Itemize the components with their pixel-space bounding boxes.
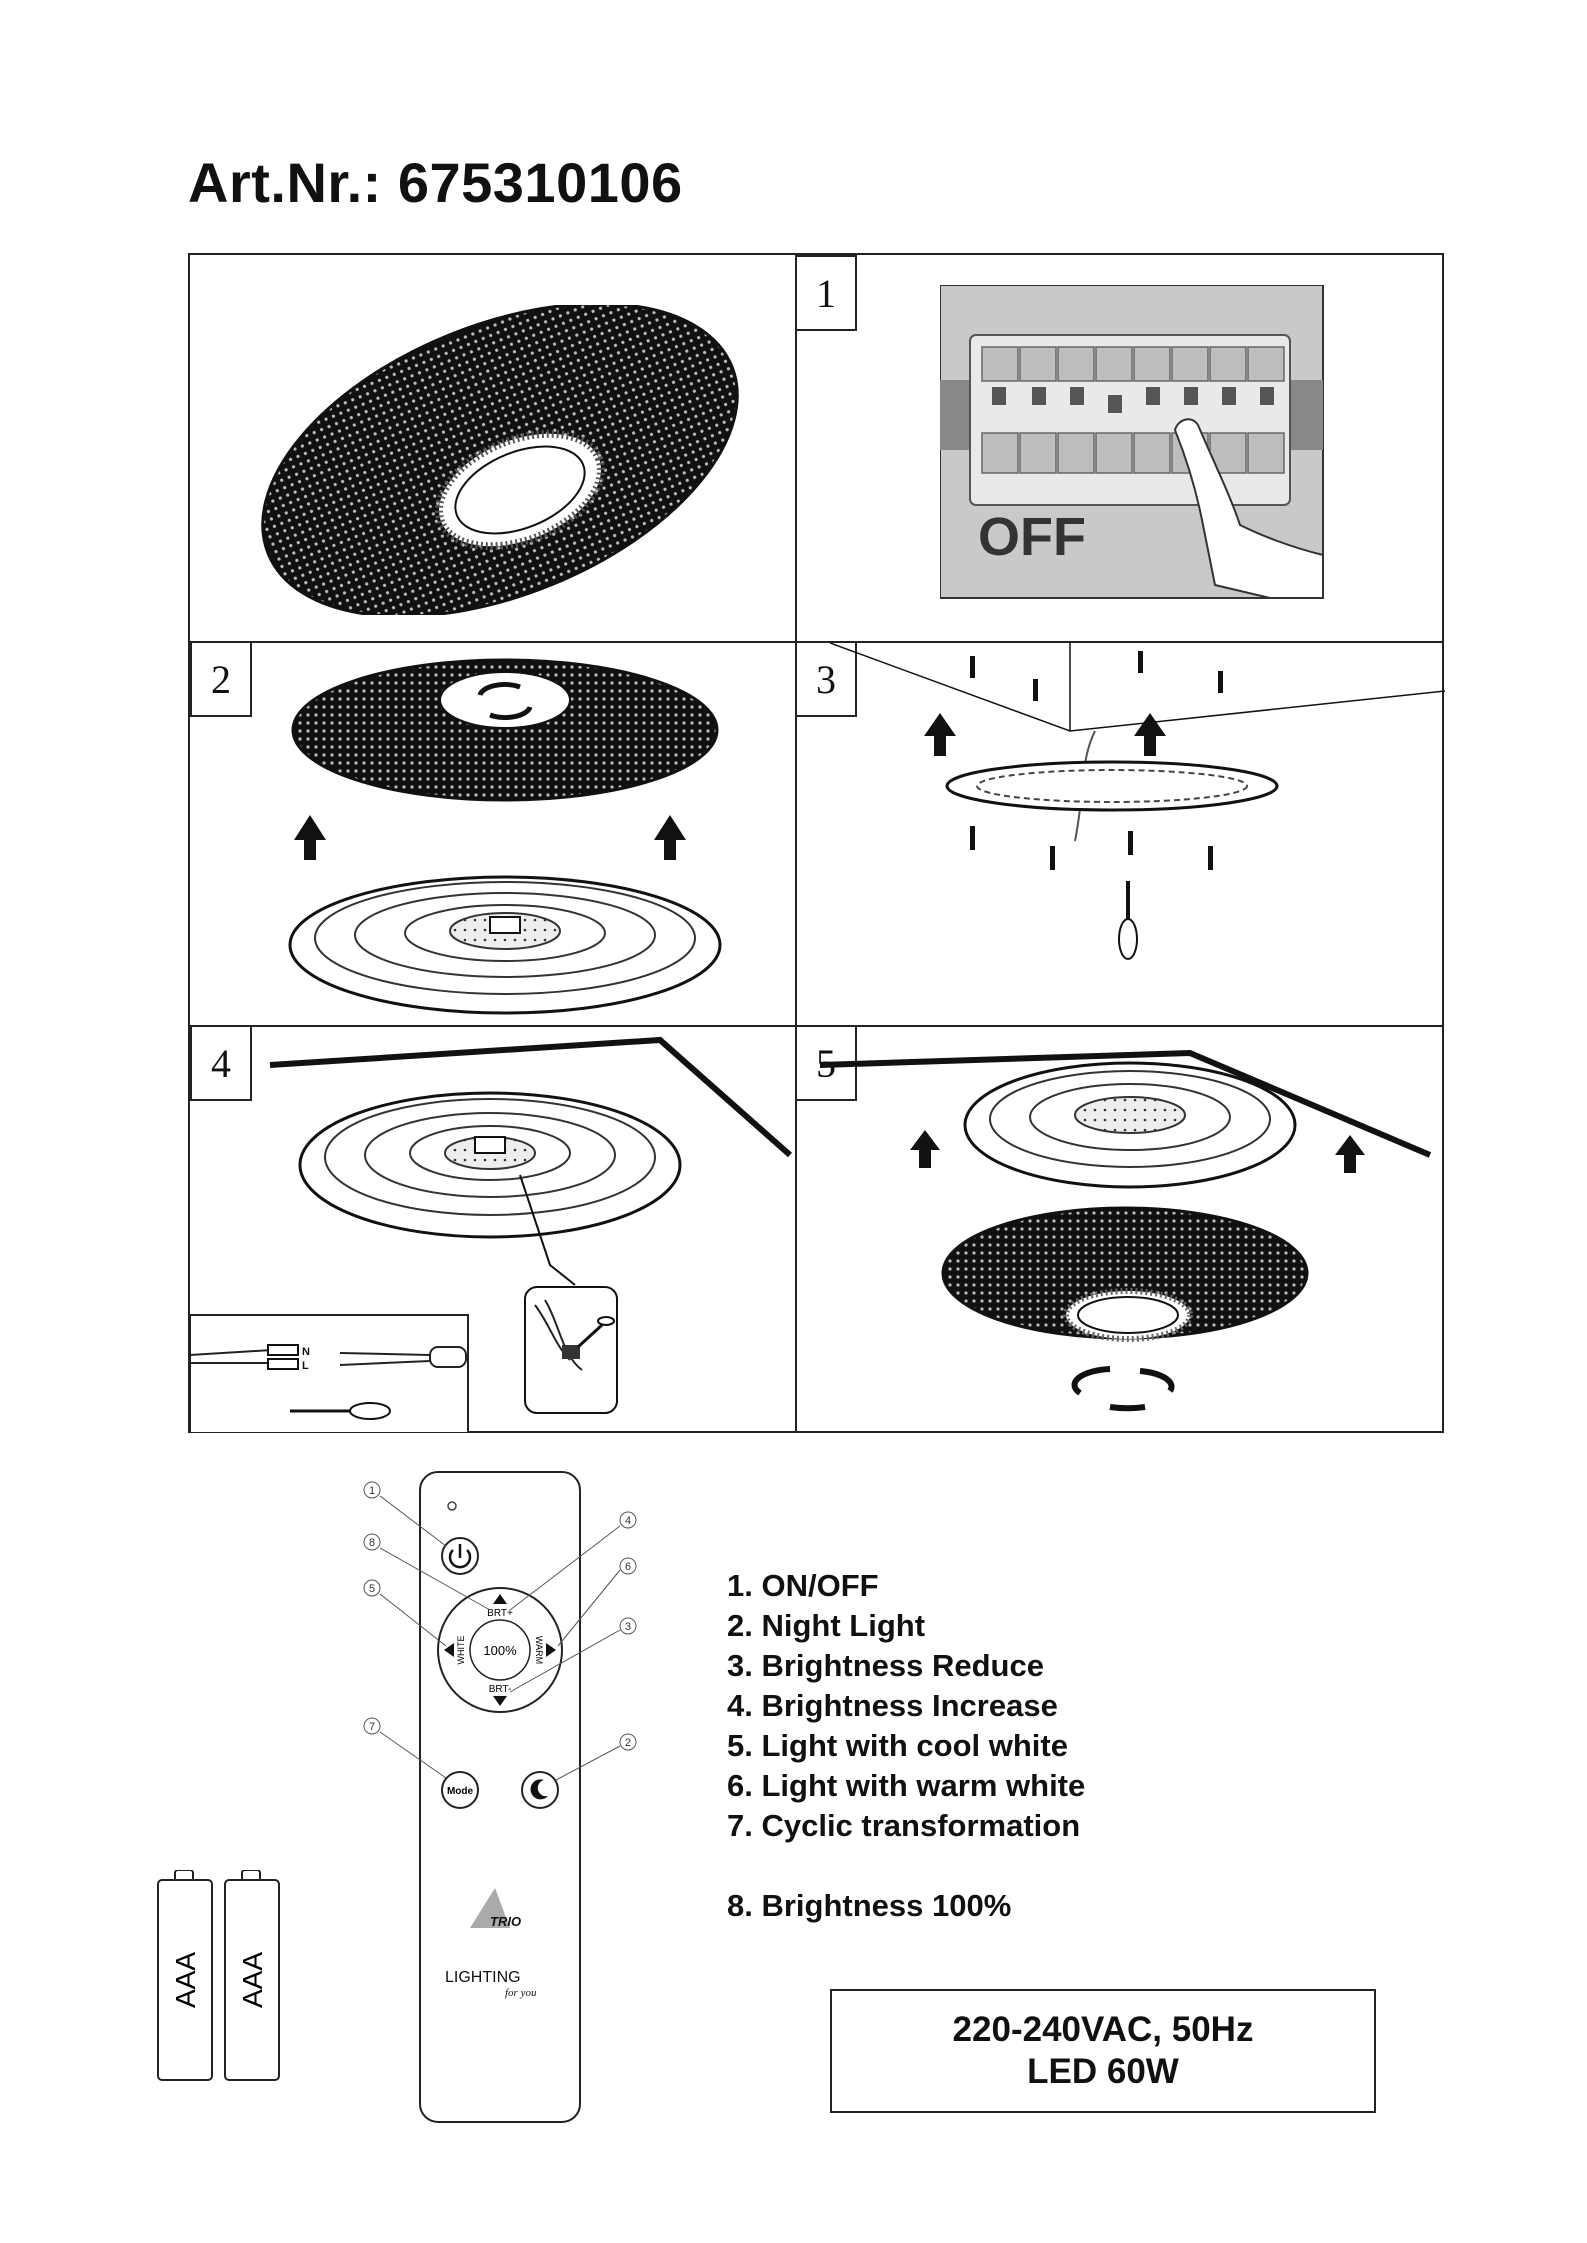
moon-icon — [530, 1779, 548, 1800]
brt-minus-label: BRT- — [489, 1684, 512, 1695]
terminal-label-n: N — [302, 1346, 310, 1358]
callout-number: 5 — [369, 1583, 375, 1595]
callout-number: 2 — [625, 1737, 631, 1749]
rotate-arrow-icon — [1071, 1366, 1111, 1396]
callout-marker — [363, 1579, 381, 1597]
night-light-button[interactable] — [521, 1771, 559, 1809]
grid-divider-vertical — [795, 255, 797, 1431]
spec-power: LED 60W — [1027, 2052, 1179, 2091]
callout-marker — [619, 1511, 637, 1529]
mode-button[interactable] — [441, 1771, 479, 1809]
legend-item: 4. Brightness Increase — [727, 1688, 1058, 1723]
rotate-arrow-icon — [1139, 1368, 1175, 1393]
trio-logo-icon — [470, 1888, 510, 1928]
mode-label: Mode — [447, 1786, 474, 1797]
brt-plus-label: BRT+ — [487, 1608, 513, 1619]
rotate-arrow-icon — [1109, 1404, 1146, 1412]
page-title: Art.Nr.: 675310106 — [188, 151, 683, 214]
arrow-left-icon[interactable] — [444, 1643, 454, 1657]
callout-marker — [619, 1617, 637, 1635]
batteries-illustration: AAA AAA — [157, 1870, 280, 2081]
warm-label: WARM — [534, 1636, 544, 1664]
battery — [224, 1879, 280, 2081]
remove-shade-illustration — [288, 658, 722, 1015]
arrow-up-icon — [654, 815, 686, 860]
legend-item: 7. Cyclic transformation — [727, 1808, 1081, 1843]
callout-number: 3 — [625, 1621, 631, 1633]
battery-label: AAA — [237, 1952, 268, 2008]
arrow-up-icon — [1134, 713, 1166, 756]
brightness-100-button[interactable] — [469, 1619, 531, 1681]
step-number-3: 3 — [795, 641, 857, 717]
arrow-up-icon — [910, 1130, 940, 1168]
callout-marker — [619, 1557, 637, 1575]
terminal-label-l: L — [302, 1360, 309, 1372]
legend-item: 8. Brightness 100% — [727, 1888, 1012, 1923]
battery — [157, 1879, 213, 2081]
callout-marker — [363, 1717, 381, 1735]
button-legend: 1. ON/OFF 2. Night Light 3. Brightness R… — [727, 1566, 1085, 1926]
callout-marker — [363, 1481, 381, 1499]
arrow-right-icon[interactable] — [546, 1643, 556, 1657]
arrow-up-icon — [1335, 1135, 1365, 1173]
lamp-overview-illustration — [261, 305, 739, 615]
callout-marker — [619, 1733, 637, 1751]
spec-voltage: 220-240VAC, 50Hz — [952, 2010, 1254, 2049]
arrow-up-icon — [924, 713, 956, 756]
legend-item: 3. Brightness Reduce — [727, 1648, 1044, 1683]
callout-number: 8 — [369, 1537, 375, 1549]
off-label: OFF — [978, 507, 1086, 567]
arrow-up-icon[interactable] — [493, 1594, 507, 1604]
callout-number: 1 — [369, 1485, 375, 1497]
mount-bracket-illustration — [830, 641, 1445, 960]
legend-item: 5. Light with cool white — [727, 1728, 1068, 1763]
led-indicator — [447, 1501, 457, 1511]
step-number-1: 1 — [795, 255, 857, 331]
brand-mark: TRIO — [490, 1914, 521, 1929]
remote-control-illustration: 100% BRT+ BRT- WHITE WARM Mode 1 8 5 4 6… — [363, 1471, 637, 2123]
brand-name: LIGHTING — [445, 1969, 521, 1986]
arrow-up-icon — [294, 815, 326, 860]
center-label: 100% — [483, 1643, 517, 1658]
callout-number: 7 — [369, 1721, 375, 1733]
circuit-breaker-illustration: OFF — [940, 285, 1324, 599]
arrow-down-icon[interactable] — [493, 1696, 507, 1706]
step-number-2: 2 — [190, 641, 252, 717]
callout-number: 6 — [625, 1561, 631, 1573]
legend-item: 2. Night Light — [727, 1608, 926, 1643]
legend-item: 6. Light with warm white — [727, 1768, 1086, 1803]
instruction-grid: 1 OFF 2 3 — [188, 253, 1445, 1433]
step-number-4: 4 — [190, 1025, 252, 1101]
fit-shade-illustration — [819, 1049, 1432, 1412]
legend-item: 1. ON/OFF — [727, 1568, 879, 1603]
wiring-illustration: N L — [190, 1036, 792, 1433]
callout-marker — [363, 1533, 381, 1551]
callout-number: 4 — [625, 1515, 631, 1527]
battery-label: AAA — [170, 1952, 201, 2008]
brand-tagline: for you — [505, 1987, 537, 1999]
power-icon — [448, 1549, 472, 1569]
spec-box: 220-240VAC, 50Hz LED 60W — [830, 1989, 1376, 2113]
white-label: WHITE — [456, 1636, 466, 1665]
